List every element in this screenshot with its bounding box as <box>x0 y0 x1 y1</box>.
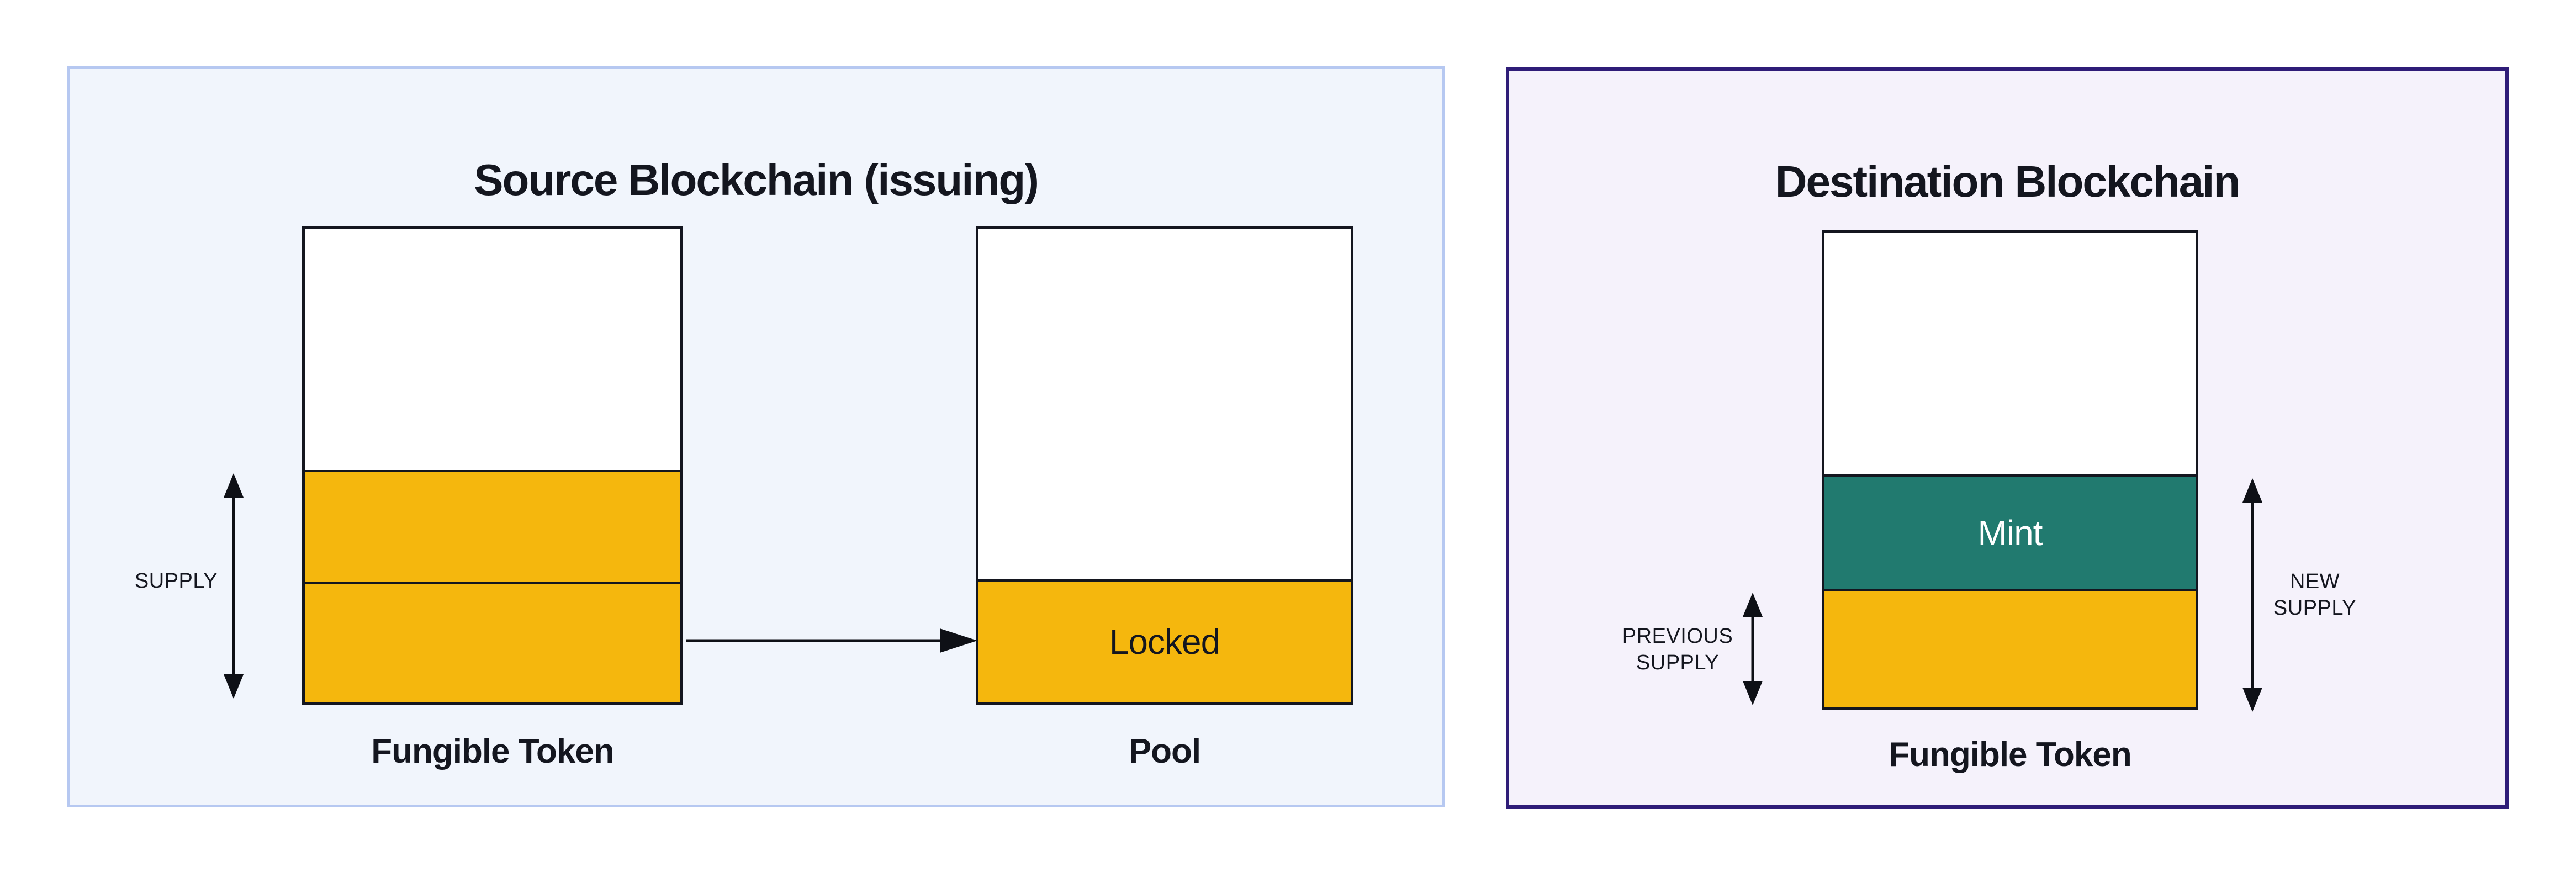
supply-lower-section <box>305 582 680 702</box>
unissued-supply-section <box>305 229 680 470</box>
locked-tokens-section: Locked <box>978 579 1351 702</box>
destination-blockchain-panel: Destination Blockchain PREVIOUS SUPPLY M… <box>1506 67 2509 809</box>
pool-empty-section <box>978 229 1351 579</box>
pool-box: Locked <box>976 226 1353 705</box>
locked-section-label: Locked <box>1109 622 1220 662</box>
previous-supply-label: PREVIOUS SUPPLY <box>1622 625 1733 674</box>
new-supply-label: NEW SUPPLY <box>2273 570 2357 620</box>
lock-transfer-arrow-icon <box>686 628 977 653</box>
source-blockchain-panel: Source Blockchain (issuing) SUPPLY Locke… <box>67 66 1445 807</box>
source-fungible-token-box <box>302 226 683 705</box>
previous-supply-section <box>1824 589 2196 707</box>
supply-range-arrow-icon <box>224 473 244 699</box>
source-token-box-label: Fungible Token <box>371 732 615 770</box>
destination-fungible-token-box: Mint <box>1822 230 2198 710</box>
previous-supply-arrow-icon <box>1743 593 1763 705</box>
supply-range-label: SUPPLY <box>134 569 218 593</box>
destination-token-box-label: Fungible Token <box>1889 736 2132 774</box>
unissued-supply-section <box>1824 233 2196 474</box>
new-supply-arrow-icon <box>2242 478 2262 712</box>
supply-upper-section <box>305 470 680 582</box>
minted-tokens-section: Mint <box>1824 474 2196 589</box>
source-panel-title: Source Blockchain (issuing) <box>474 155 1039 205</box>
destination-panel-title: Destination Blockchain <box>1775 157 2241 207</box>
pool-box-label: Pool <box>1128 732 1201 770</box>
mint-section-label: Mint <box>1977 513 2043 553</box>
